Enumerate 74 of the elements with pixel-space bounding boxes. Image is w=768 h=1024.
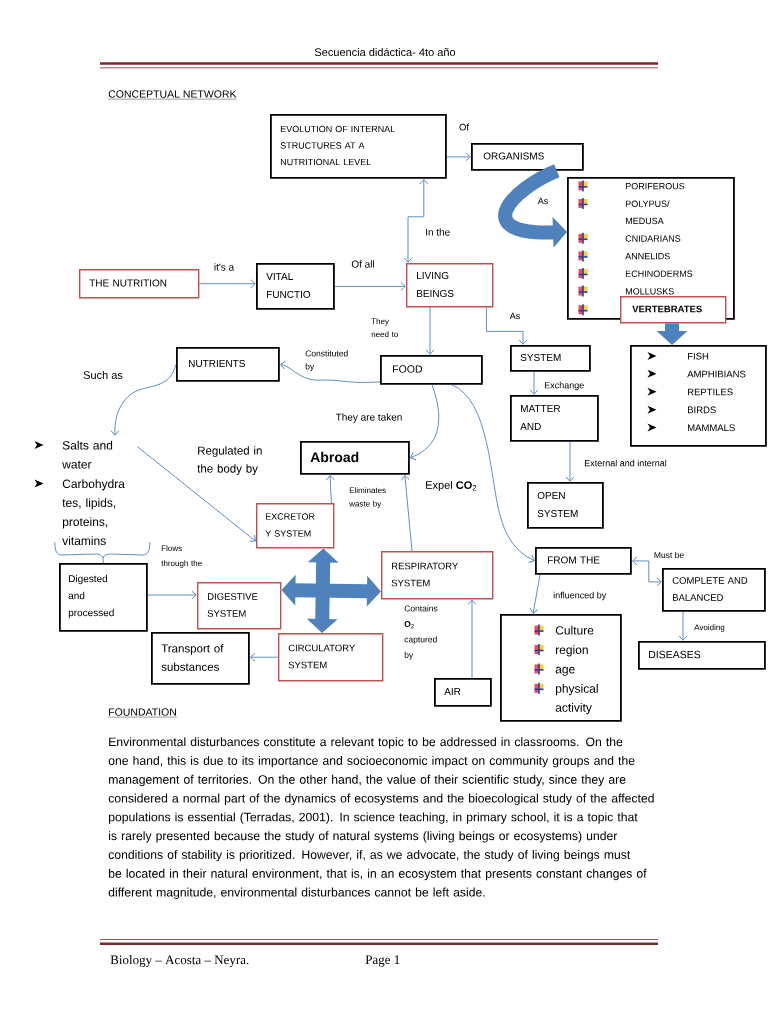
concept-box: AIR [434,678,492,707]
edge-label: Eliminates waste by [348,486,396,510]
edge-label: Constituted by [304,349,355,373]
arrow [565,441,575,482]
arrow [137,446,256,542]
concept-box: VERTEBRATES [620,296,727,324]
concept-box: DIGESTIVE SYSTEM [197,582,282,630]
concept-box: Transport of substances [151,632,250,685]
double-arrow [632,556,662,587]
edge-label: In the [424,227,452,237]
edge-label: External and internal [583,458,668,468]
diagram-title: CONCEPTUAL NETWORK [108,90,237,100]
arrow [467,599,477,679]
edge-label: As [508,311,522,321]
concept-box: EXCRETOR Y SYSTEM [256,503,335,549]
concept-box: LIVING BEINGS [406,263,494,308]
edge-label: Such as [82,369,124,381]
arrow [110,363,177,436]
edge-label: Avoiding [693,623,726,633]
edge-label: As [536,196,550,206]
arrow [485,306,528,345]
edge-label: Flows through the [160,544,208,569]
arrow [410,384,440,461]
arrow [425,306,435,355]
page-header: Secuencia didáctica- 4to año [314,47,456,57]
arrow [446,152,471,162]
edge-label: They are taken [334,412,404,424]
edge-label: influenced by [552,590,608,602]
arrow [198,279,256,289]
concept-box: VITAL FUNCTIO [256,263,335,310]
concept-box: OPEN SYSTEM [527,482,604,529]
arrow [325,475,335,504]
arrow [529,574,541,614]
concept-box: EVOLUTION OF INTERNAL STRUCTURES AT A NUTRITIONAL LEVEL [270,114,447,179]
arrow [678,611,688,641]
arrow [147,590,197,600]
concept-box: Digested and processed [59,563,148,632]
list-box: FISH AMPHIBIANS REPTILES BIRDS MAMMALS [630,345,767,447]
arrow [280,360,381,383]
page-number: Page 1 [365,955,400,967]
concept-box: SYSTEM [510,345,591,372]
concept-box: THE NUTRITION [79,269,200,299]
concept-box: ORGANISMS [471,143,584,171]
edge-label: Regulated in the body by [196,445,274,476]
concept-box: MATTER AND [510,395,599,442]
arrow [529,371,539,395]
list-item: Salts and water [62,440,113,469]
concept-box: RESPIRATORY SYSTEM [381,551,494,600]
section-heading: FOUNDATION [108,708,178,718]
concept-box: CIRCULATORY SYSTEM [278,633,384,682]
paragraph: Environmental disturbances constitute a relevant topic to be addressed in classrooms. On the one hand, this is due to its importance and socioeconomic impact on community groups and the management of territories. On the other hand, the value of their scientific study, since they are considered a normal part of the dynamics of ecosystems and the bioecological study of the affected populations is essential (Terradas, 2001). In science teaching, in primary school, it is a topic that is rarely presented because the study of natural systems (living beings or ecosystems) under conditions of stability is prioritized. However, if, as we advocate, the study of living beings must be located in their natural environment, that is, in an ecosystem that presents constant changes of different magnitude, environmental disturbances cannot be left aside. [108,737,654,899]
double-arrow [403,179,429,263]
concept-box: Abroad [300,441,410,475]
edge-label: Expel CO$_{2}$ [424,479,479,493]
concept-box: COMPLETE AND BALANCED [662,568,766,612]
arrow [451,384,535,563]
concept-box: NUTRIENTS [176,347,280,382]
arrow [250,652,279,662]
concept-box: DISEASES [638,641,766,670]
edge-label: Of all [350,259,376,269]
concept-box: FOOD [380,355,483,385]
edge-label: Must be [652,550,686,560]
edge-label: Of [458,122,470,132]
brace-connector [54,541,151,564]
list-box: Culture region age physical activity [500,614,622,722]
arrow [400,475,413,552]
list-item: Carbohydra tes, lipids, proteins, vitamins [62,479,125,545]
edge-label: They need to [370,317,405,339]
edge-label: it's a [212,262,236,272]
arrow [334,281,406,291]
page-footer: Biology – Acosta – Neyra. [110,955,249,967]
edge-label: Contains O$_{2}$ captured by [403,604,446,661]
edge-label: Exchange [543,380,586,392]
concept-box: FROM THE [535,547,632,575]
